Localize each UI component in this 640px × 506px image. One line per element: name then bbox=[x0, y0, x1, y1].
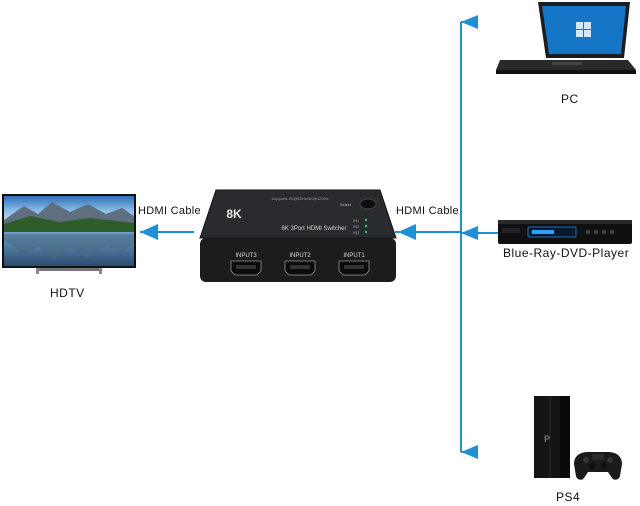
bluray-player-icon bbox=[498, 220, 632, 244]
ps-logo-icon: P bbox=[544, 434, 550, 444]
port-label: INPUT1 bbox=[343, 253, 365, 259]
hdtv-icon bbox=[2, 194, 136, 274]
hdmi-port-icon bbox=[230, 260, 262, 276]
bluray-label: Blue-Ray-DVD-Player bbox=[503, 246, 630, 260]
indicator-label: IN1 bbox=[353, 219, 359, 223]
spec-text: Supports 8K@60Hz/4K@120Hz bbox=[271, 196, 328, 201]
controller-icon bbox=[574, 452, 622, 480]
pc-label: PC bbox=[561, 92, 579, 106]
output-arrow-icon bbox=[140, 224, 158, 240]
port-label: INPUT2 bbox=[289, 253, 311, 259]
ps4-arrow-icon bbox=[461, 445, 478, 459]
ps4-console-icon: P bbox=[534, 396, 622, 480]
select-button bbox=[359, 198, 377, 210]
hdmi-port-icon bbox=[338, 260, 370, 276]
ps4-label: PS4 bbox=[556, 490, 581, 504]
indicator-led bbox=[364, 224, 368, 228]
model-text: 8K 3Port HDMI Switcher bbox=[281, 226, 346, 232]
hdmi-switcher: Select 8K 3Port HDMI Switcher 8K Support… bbox=[199, 189, 397, 282]
switcher-top-face bbox=[199, 189, 397, 239]
input-cable-label: HDMI Cable bbox=[396, 205, 459, 217]
select-label: Select bbox=[340, 202, 352, 207]
input-arrow-icon bbox=[398, 224, 416, 240]
indicator-led-group: IN1 IN2 IN3 bbox=[353, 218, 368, 235]
hdmi-port-icon bbox=[284, 260, 316, 276]
laptop-icon bbox=[496, 2, 636, 74]
brand-mark: 8K bbox=[226, 207, 242, 221]
indicator-led bbox=[364, 230, 368, 234]
indicator-led bbox=[364, 218, 368, 222]
indicator-label: IN3 bbox=[353, 231, 359, 235]
bluray-arrow-icon bbox=[461, 226, 478, 240]
output-cable-label: HDMI Cable bbox=[138, 205, 201, 217]
pc-arrow-icon bbox=[461, 15, 478, 29]
indicator-label: IN2 bbox=[353, 225, 359, 229]
hdtv-label: HDTV bbox=[50, 286, 85, 300]
port-label: INPUT3 bbox=[235, 253, 257, 259]
